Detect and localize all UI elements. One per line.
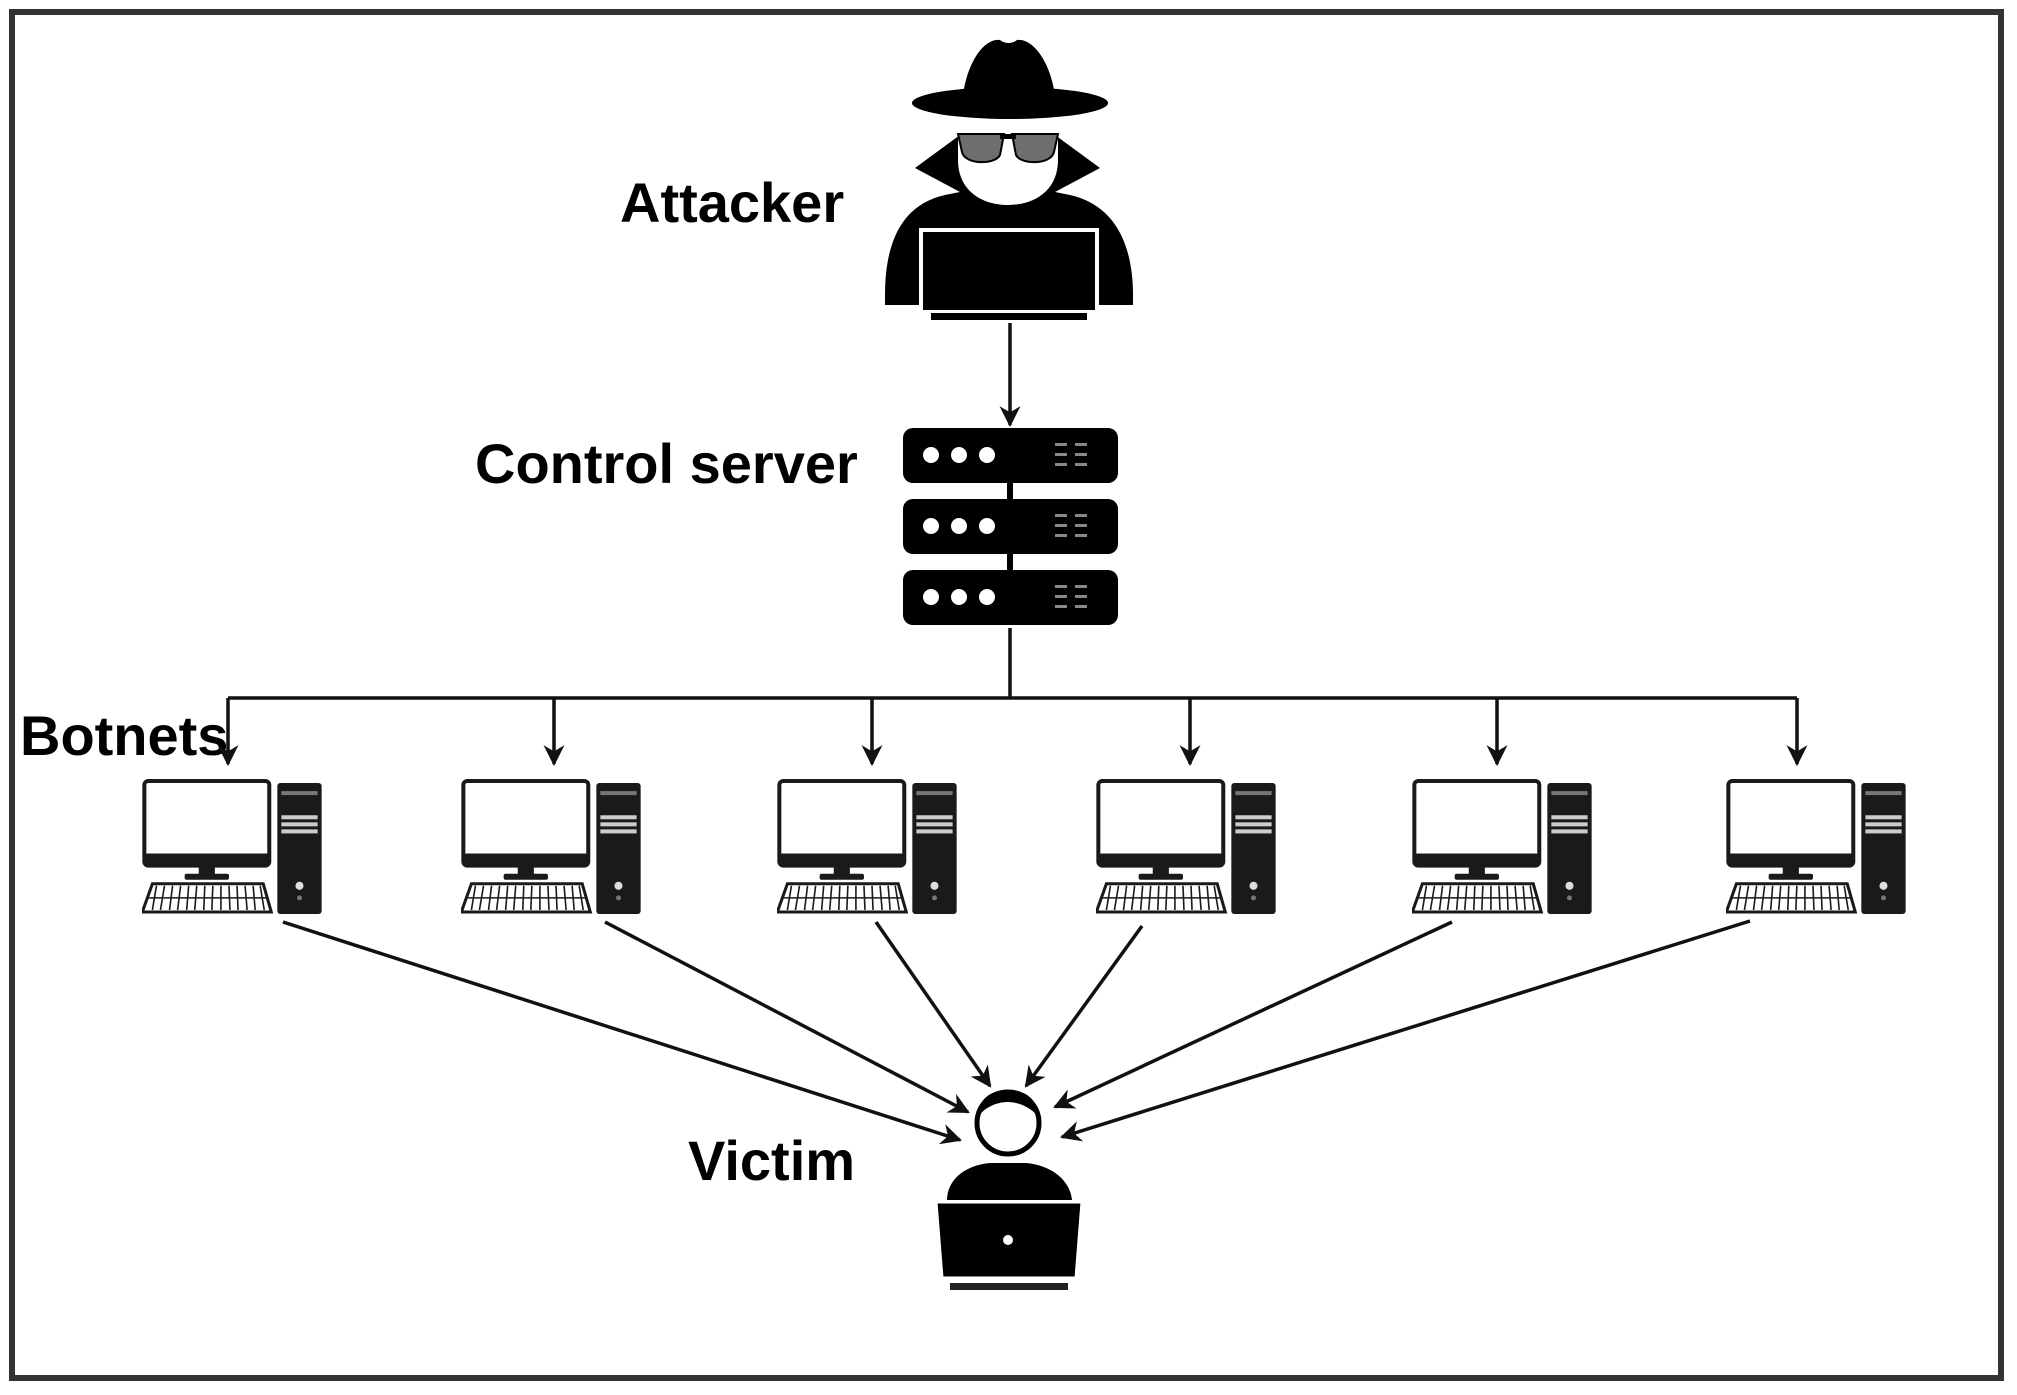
server-icon xyxy=(903,428,1118,625)
botnets-label: Botnets xyxy=(20,704,228,767)
attack-arrow-1 xyxy=(282,920,962,1145)
laptop-icon xyxy=(919,228,1099,322)
desktop-computer-icon xyxy=(142,781,321,914)
attack-arrow-6 xyxy=(1059,919,1751,1142)
botnet-computers xyxy=(142,781,1905,914)
attack-arrow-5 xyxy=(1053,920,1453,1109)
desktop-computer-icon xyxy=(1726,781,1905,914)
desktop-computer-icon xyxy=(1412,781,1591,914)
attacker-label: Attacker xyxy=(620,171,844,234)
hacker-icon xyxy=(885,39,1133,322)
hat-icon xyxy=(912,39,1108,119)
victim-label: Victim xyxy=(688,1129,855,1192)
diagram-frame xyxy=(9,9,2004,1381)
desktop-computer-icon xyxy=(461,781,640,914)
attack-arrow-4 xyxy=(1024,924,1144,1088)
victim-icon xyxy=(934,1089,1084,1290)
attack-arrows xyxy=(282,919,1751,1145)
victim-laptop-icon xyxy=(934,1200,1084,1290)
control-server-label: Control server xyxy=(475,432,858,495)
sunglasses-icon xyxy=(956,133,1060,164)
attack-arrow-2 xyxy=(604,920,970,1114)
desktop-computer-icon xyxy=(777,781,956,914)
attack-arrow-3 xyxy=(874,921,992,1088)
bus-arrows xyxy=(217,698,1808,767)
desktop-computer-icon xyxy=(1096,781,1275,914)
